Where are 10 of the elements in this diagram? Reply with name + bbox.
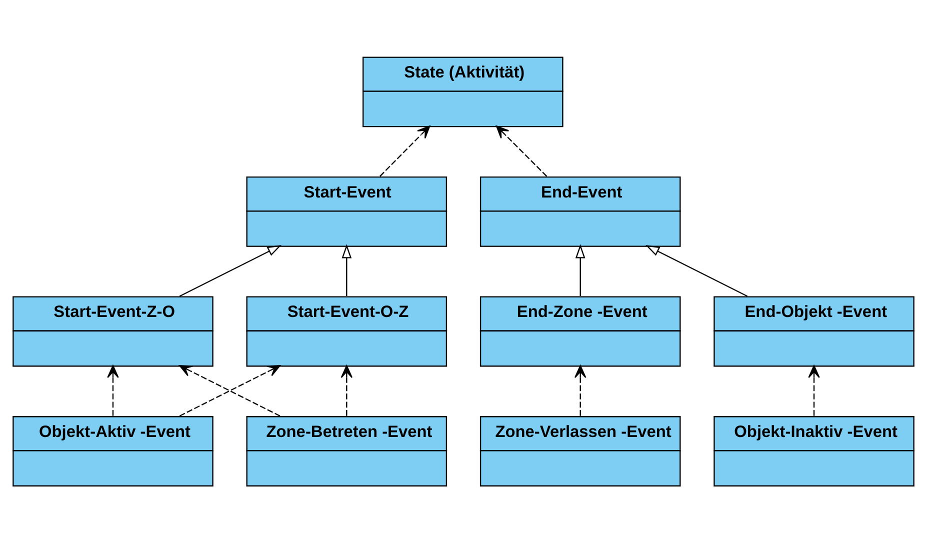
arrow	[808, 364, 820, 416]
arrow	[575, 244, 586, 296]
arrow	[107, 364, 119, 416]
arrow	[342, 244, 352, 296]
arrow	[340, 364, 353, 416]
arrow	[645, 244, 748, 296]
arrow	[496, 125, 548, 176]
arrow	[179, 244, 282, 296]
arrow	[380, 125, 430, 176]
arrow	[574, 364, 586, 416]
